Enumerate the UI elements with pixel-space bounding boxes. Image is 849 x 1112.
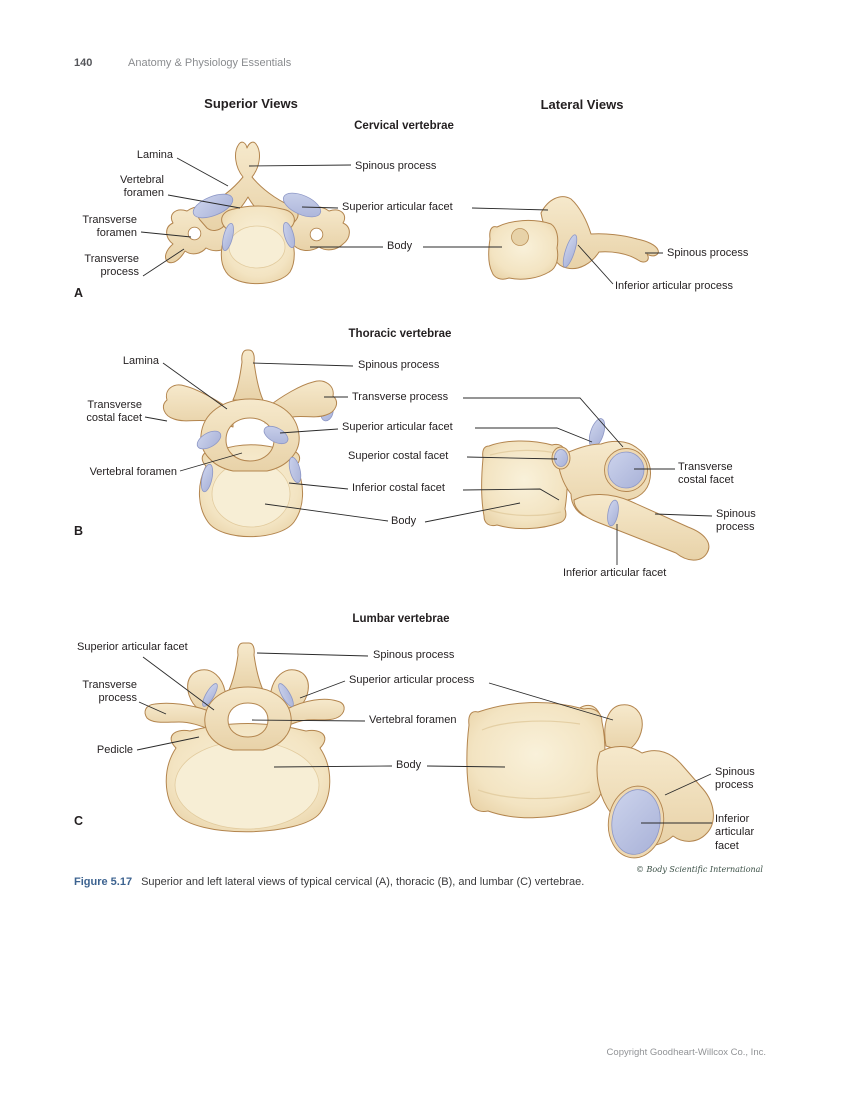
label-b-lamina: Lamina [122,355,159,367]
leader-b-transverse-process-right [463,397,624,448]
label-b-lat-inferior-articular-facet: Inferior articular facet [563,567,667,579]
thoracic-title: Thoracic vertebrae [348,328,452,340]
label-b-vertebral-foramen: Vertebral foramen [89,466,177,478]
figure-caption-text: Superior and left lateral views of typic… [141,876,585,888]
leader-b-body-left [264,503,389,522]
label-c-lat-inferior-articular-facet: Inferior articular facet [715,813,755,852]
cervical-title: Cervical vertebrae [354,120,454,132]
leader-lines [136,157,713,824]
leader-c-body-right [426,765,506,768]
thoracic-superior-illustration [163,349,337,538]
running-head: Anatomy & Physiology Essentials [128,57,292,69]
cervical-lateral-illustration [488,196,659,280]
label-a-transverse-process: Transverse process [84,253,139,279]
leader-b-superior-articular-facet-left [279,428,339,434]
column-header-superior-views: Superior Views [204,96,298,111]
lumbar-superior-illustration [144,642,345,833]
leader-b-inferior-costal-facet-left [288,482,349,490]
leader-b-superior-costal-facet [466,456,558,460]
leader-a-vertebral-foramen [167,194,241,209]
label-a-lat-spinous-process: Spinous process [667,247,749,259]
label-b-lat-transverse-costal-facet: Transverse costal facet [678,461,734,487]
label-b-transverse-process: Transverse process [352,391,449,403]
leader-c-pedicle [136,736,200,751]
label-a-superior-articular-facet: Superior articular facet [342,201,453,213]
figure-caption: Figure 5.17 Superior and left lateral vie… [74,876,794,888]
leader-c-vertebral-foramen [251,719,366,722]
label-c-pedicle: Pedicle [96,744,133,756]
section-letter-c: C [74,814,84,828]
label-a-lat-inferior-articular-process: Inferior articular process [615,280,733,292]
leader-a-lat-inferior-articular-process [577,244,614,285]
leader-b-body-right [424,502,521,523]
leader-c-lat-spinous-process [664,773,712,796]
label-c-spinous-process: Spinous process [373,649,455,661]
leader-a-superior-articular-facet-left [301,206,339,209]
leader-b-superior-articular-facet-right [475,427,593,443]
leader-c-spinous-process [256,652,369,657]
leader-a-transverse-foramen [140,231,192,238]
leader-b-vertebral-foramen [179,452,243,472]
label-b-body: Body [391,515,417,527]
leader-a-spinous-process [248,164,352,167]
label-b-lat-spinous-process: Spinous process [716,508,756,534]
leader-c-body-left [273,765,393,768]
leader-b-transverse-costal-facet [144,416,168,422]
label-c-body: Body [396,759,422,771]
label-a-body: Body [387,240,413,252]
leader-b-lamina [162,362,228,410]
label-c-superior-articular-facet: Superior articular facet [77,641,188,653]
label-a-transverse-foramen: Transverse foramen [82,214,137,240]
label-b-spinous-process: Spinous process [358,359,440,371]
leader-c-superior-articular-facet [142,656,215,711]
leader-a-superior-articular-facet-right [471,207,549,211]
label-a-spinous-process: Spinous process [355,160,437,172]
leader-b-lat-spinous-process [654,513,713,517]
label-b-inferior-costal-facet: Inferior costal facet [352,482,445,494]
leader-b-spinous-process [252,362,354,367]
cervical-superior-illustration [165,141,350,285]
page-number: 140 [74,57,93,69]
label-c-superior-articular-process: Superior articular process [349,674,475,686]
lumbar-title: Lumbar vertebrae [352,613,450,625]
label-c-transverse-process: Transverse process [82,679,137,705]
leader-c-superior-articular-process-left [299,680,346,699]
label-c-vertebral-foramen: Vertebral foramen [369,714,457,726]
lumbar-lateral-illustration [466,702,714,859]
column-header-lateral-views: Lateral Views [540,97,624,112]
leader-a-transverse-process [142,248,185,277]
leader-b-inferior-costal-facet-right [462,488,560,501]
label-c-lat-spinous-process: Spinous process [715,766,755,792]
figure-label: Figure 5.17 [74,876,133,888]
label-b-superior-costal-facet: Superior costal facet [348,450,449,462]
label-b-transverse-costal-facet: Transverse costal facet [86,399,142,425]
section-letter-b: B [74,524,84,538]
label-a-lamina: Lamina [136,149,173,161]
label-b-superior-articular-facet: Superior articular facet [342,421,453,433]
leader-c-transverse-process [138,701,167,715]
illustration-credit: © Body Scientific International [635,865,763,874]
copyright-footer: Copyright Goodheart-Willcox Co., Inc. [606,1047,766,1058]
section-letter-a: A [74,286,84,300]
label-a-vertebral-foramen: Vertebral foramen [119,174,164,200]
leader-c-superior-articular-process-right [488,682,614,721]
leader-a-lamina [176,157,229,187]
thoracic-lateral-illustration [481,418,710,561]
